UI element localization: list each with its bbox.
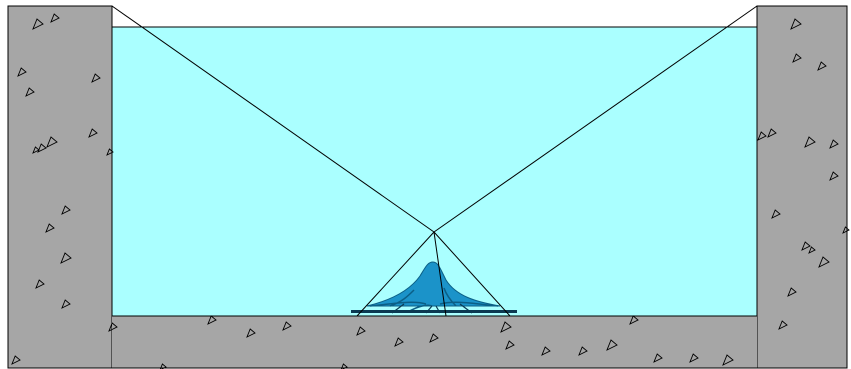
aggregate-triangle bbox=[689, 353, 699, 363]
aggregate-triangle bbox=[11, 355, 21, 365]
aggregate-triangle bbox=[32, 146, 40, 154]
aggregate-triangle bbox=[722, 354, 734, 366]
aggregate-triangle bbox=[771, 209, 781, 219]
aggregate-triangle bbox=[792, 53, 802, 63]
aggregate-triangle bbox=[207, 315, 217, 325]
aggregate-triangle bbox=[37, 143, 47, 153]
aggregate-triangle bbox=[829, 139, 839, 149]
cone-left-line bbox=[356, 231, 435, 317]
right-wall bbox=[756, 5, 848, 369]
aggregate-triangle bbox=[790, 18, 802, 30]
aggregate-triangle bbox=[91, 73, 101, 83]
aggregate-triangle bbox=[829, 171, 839, 181]
aggregate-triangle bbox=[61, 205, 71, 215]
aggregate-triangle bbox=[801, 241, 811, 251]
aggregate-triangle bbox=[46, 136, 58, 148]
plume-base-legs bbox=[391, 303, 473, 314]
aggregate-triangle bbox=[106, 148, 114, 156]
sight-line-right bbox=[433, 5, 758, 233]
aggregate-triangle bbox=[606, 339, 618, 351]
plume-base-streaks bbox=[369, 287, 499, 313]
sight-lines bbox=[111, 5, 758, 233]
aggregate-triangle bbox=[32, 18, 44, 30]
aggregate-triangle bbox=[817, 61, 827, 71]
aggregate-triangle bbox=[808, 246, 816, 254]
aggregate-triangle bbox=[25, 87, 35, 97]
aggregate-triangle bbox=[356, 326, 366, 336]
aggregate-triangle bbox=[505, 340, 515, 350]
plume-body bbox=[366, 261, 501, 307]
sight-line-left bbox=[111, 5, 435, 233]
aggregate-triangle bbox=[767, 128, 777, 138]
aggregate-triangle bbox=[541, 346, 551, 356]
aggregate-triangle bbox=[629, 315, 639, 325]
aggregate-triangle bbox=[45, 223, 55, 233]
aggregate-triangle bbox=[50, 13, 60, 23]
cone-right-line bbox=[433, 231, 511, 317]
aggregate-triangle bbox=[500, 321, 512, 333]
cone-center-line bbox=[433, 231, 447, 317]
aggregate-triangle bbox=[246, 328, 256, 338]
channel-floor bbox=[112, 316, 757, 368]
bottom-plume bbox=[351, 261, 517, 314]
aggregate-triangle bbox=[394, 337, 404, 347]
aggregate-triangle bbox=[61, 299, 71, 309]
aggregate-triangle bbox=[842, 226, 850, 234]
aggregate-triangle bbox=[108, 322, 118, 332]
left-wall bbox=[7, 5, 113, 369]
aggregate-triangle bbox=[578, 346, 588, 356]
aggregate-triangle bbox=[757, 131, 767, 141]
aggregate-triangle bbox=[804, 136, 816, 148]
aggregate-triangle bbox=[282, 321, 292, 331]
aggregate-triangle bbox=[787, 287, 797, 297]
central-cone bbox=[356, 231, 511, 317]
aggregate-triangle bbox=[778, 320, 788, 330]
aggregate-triangle bbox=[35, 279, 45, 289]
aggregate-triangle bbox=[88, 128, 98, 138]
aggregate-triangle bbox=[60, 252, 72, 264]
aggregate-triangle bbox=[653, 353, 663, 363]
aggregate-triangles bbox=[11, 13, 850, 369]
aggregate-triangle bbox=[818, 256, 830, 268]
plume-base bbox=[351, 310, 517, 313]
aggregate-triangle bbox=[17, 67, 27, 77]
aggregate-triangle bbox=[429, 333, 439, 343]
